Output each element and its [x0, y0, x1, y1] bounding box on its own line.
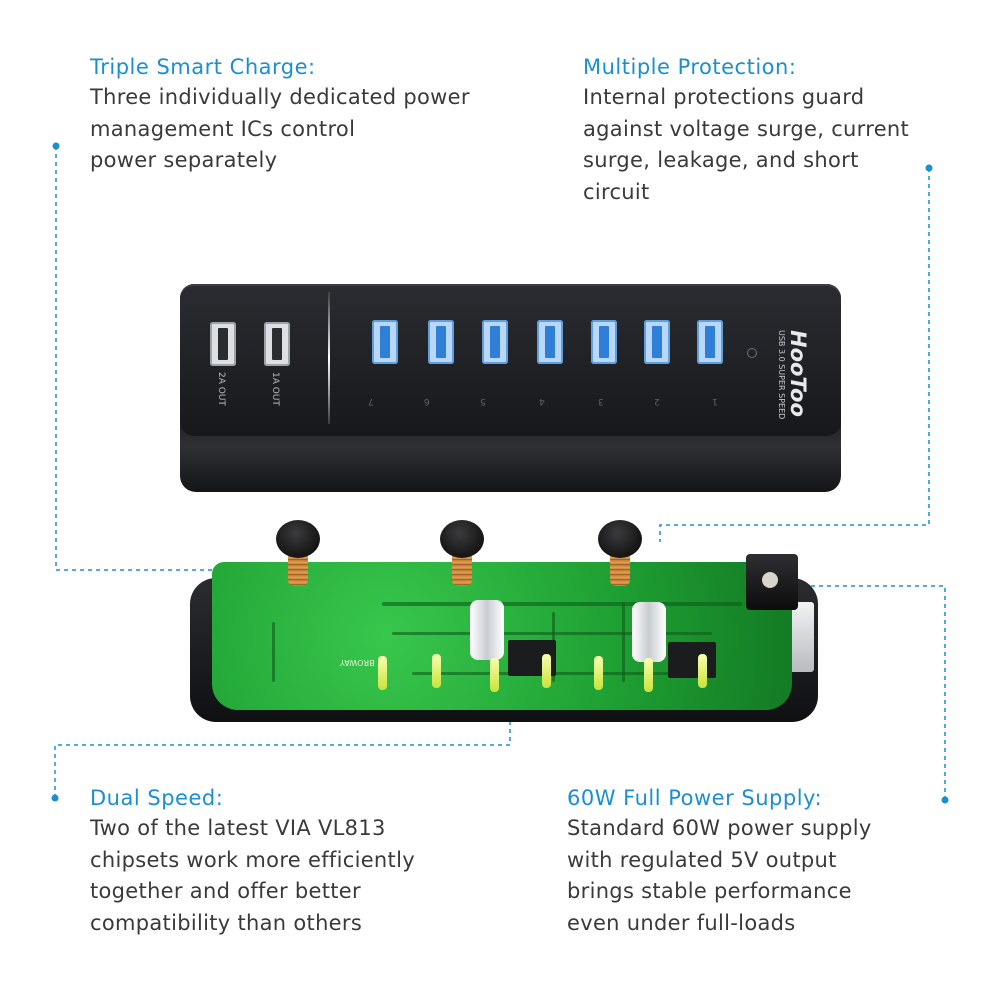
- led-indicator: [594, 656, 603, 690]
- shield-component: [470, 600, 504, 660]
- feature-title: Triple Smart Charge:: [90, 55, 316, 79]
- inductor-cap: [276, 520, 320, 558]
- hub-top-panel: 2A OUT 1A OUT 7 6 5 4 3 2 1 HooToo USB 3…: [180, 284, 841, 436]
- circuit-board: BROWAY: [212, 562, 792, 710]
- feature-title: Multiple Protection:: [583, 55, 797, 79]
- inductor-winding: [288, 550, 308, 586]
- feature-triple-smart-charge: Triple Smart Charge: Three individually …: [90, 52, 520, 177]
- brand-subtitle: USB 3.0 SUPER SPEED: [777, 330, 786, 420]
- leader-dot: [51, 794, 59, 802]
- inductor-coil: [598, 520, 642, 590]
- inductor-winding: [452, 550, 472, 586]
- usb3-port-6: [428, 320, 454, 364]
- usb-hub-image: 2A OUT 1A OUT 7 6 5 4 3 2 1 HooToo USB 3…: [180, 284, 841, 494]
- leader-line-dual-speed: [54, 690, 511, 798]
- board-trace: [272, 622, 275, 682]
- board-trace: [412, 672, 712, 675]
- charge-port-label: 2A OUT: [216, 372, 226, 406]
- inductor-cap: [440, 520, 484, 558]
- usb3-port-7: [372, 320, 398, 364]
- inductor-cap: [598, 520, 642, 558]
- port-number: 1: [712, 396, 718, 406]
- leader-line-full-power-supply: [806, 585, 946, 800]
- board-trace: [622, 602, 625, 682]
- port-number: 3: [598, 396, 604, 406]
- leader-dot: [925, 164, 933, 172]
- leader-dot: [941, 796, 949, 804]
- leader-dot: [52, 142, 60, 150]
- usb3-port-5: [482, 320, 508, 364]
- board-trace: [382, 602, 742, 606]
- feature-title: Dual Speed:: [90, 786, 224, 810]
- usb3-port-1: [697, 320, 723, 364]
- inductor-coil: [440, 520, 484, 590]
- pcb-image: BROWAY: [190, 520, 820, 730]
- controller-chip: [668, 642, 716, 678]
- feature-dual-speed: Dual Speed: Two of the latest VIA VL813 …: [90, 783, 510, 939]
- power-indicator-icon: [747, 348, 757, 358]
- shield-component: [632, 602, 666, 662]
- charge-port-1a: [264, 322, 290, 366]
- led-indicator: [698, 654, 707, 688]
- dc-power-jack: [746, 554, 798, 610]
- leader-line-triple-smart-charge: [55, 146, 255, 571]
- inductor-coil: [276, 520, 320, 590]
- inductor-winding: [610, 550, 630, 586]
- feature-description: Standard 60W power supply with regulated…: [567, 816, 872, 935]
- usb3-port-4: [537, 320, 563, 364]
- brand-logo: HooToo: [786, 330, 810, 417]
- led-indicator: [490, 658, 499, 692]
- charge-port-2a: [210, 322, 236, 366]
- port-number: 6: [424, 396, 430, 406]
- leader-line-multiple-protection: [659, 168, 930, 542]
- usb3-port-2: [644, 320, 670, 364]
- feature-title: 60W Full Power Supply:: [567, 786, 823, 810]
- charge-port-label: 1A OUT: [270, 372, 280, 406]
- port-number: 7: [368, 396, 374, 406]
- feature-description: Three individually dedicated power manag…: [90, 85, 470, 172]
- led-indicator: [542, 654, 551, 688]
- usb3-port-3: [591, 320, 617, 364]
- port-number: 4: [539, 396, 545, 406]
- hub-divider-line: [328, 292, 330, 424]
- port-number: 5: [480, 396, 486, 406]
- led-indicator: [432, 654, 441, 688]
- feature-multiple-protection: Multiple Protection: Internal protection…: [583, 52, 983, 208]
- led-indicator: [378, 656, 387, 690]
- feature-full-power-supply: 60W Full Power Supply: Standard 60W powe…: [567, 783, 987, 939]
- board-label: BROWAY: [340, 658, 375, 667]
- feature-description: Two of the latest VIA VL813 chipsets wor…: [90, 816, 415, 935]
- led-indicator: [644, 658, 653, 692]
- port-number: 2: [654, 396, 660, 406]
- feature-description: Internal protections guard against volta…: [583, 85, 910, 204]
